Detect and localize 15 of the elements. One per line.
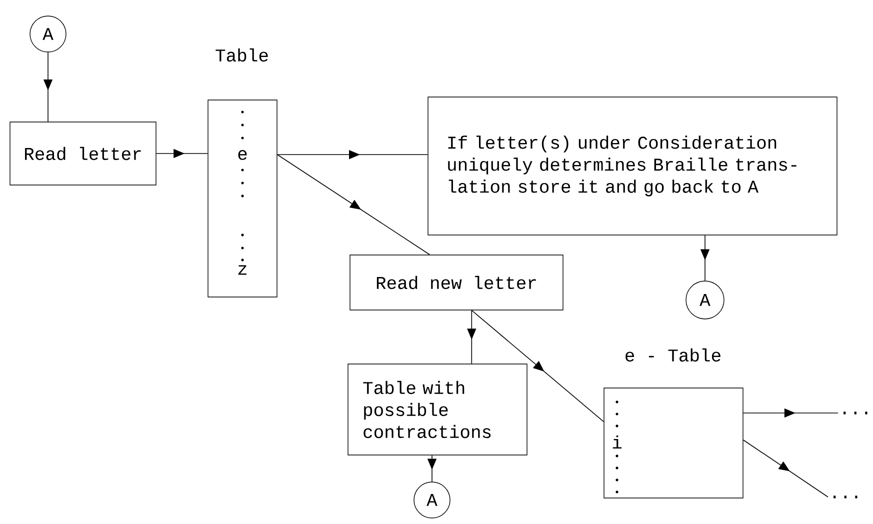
- process-box: Table with possible contractions: [348, 364, 528, 456]
- arrow: [276, 150, 428, 160]
- process-box: Read new letter: [350, 254, 564, 310]
- table-box: e - Table i: [604, 348, 744, 498]
- continuation-dots: ...: [844, 412, 868, 414]
- arrow: [467, 310, 476, 364]
- node-label: e - Table: [626, 348, 720, 362]
- process-box: If letter(s) under Consideration uniquely determines Braille trans- lation store it and go back to A: [428, 96, 838, 236]
- arrow: [742, 440, 828, 498]
- node-label: Table: [216, 48, 268, 62]
- arrow: [276, 154, 430, 256]
- continuation-dots: ...: [834, 496, 858, 498]
- arrow: [471, 310, 604, 422]
- table-box: Table e z: [208, 48, 278, 298]
- process-box: Read letter: [10, 122, 156, 186]
